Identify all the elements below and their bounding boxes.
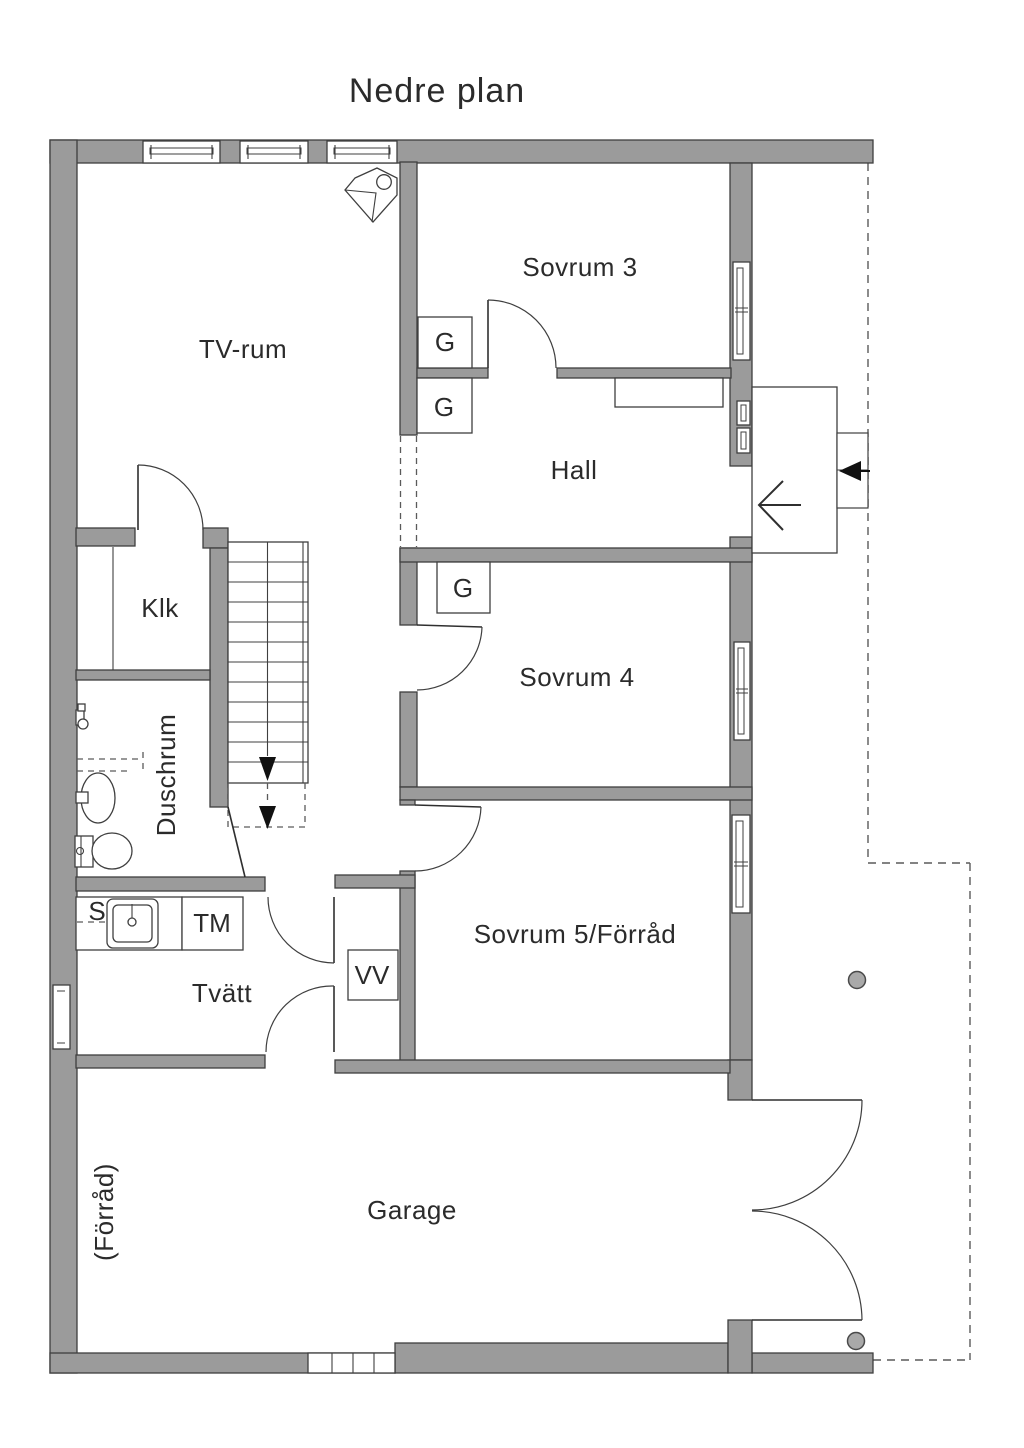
wall-exterior-bottom-right bbox=[751, 1352, 874, 1374]
fireplace-icon bbox=[344, 167, 398, 223]
hall-wardrobe bbox=[614, 377, 724, 408]
water-heater-box bbox=[347, 949, 399, 1001]
door-sovrum5 bbox=[414, 804, 482, 872]
wall-sovrum4-bottom bbox=[399, 786, 753, 801]
wall-duschrum-top bbox=[75, 669, 211, 681]
label-hall: Hall bbox=[551, 455, 598, 485]
window-entry-sidelight-1 bbox=[736, 400, 751, 426]
wall-exterior-left bbox=[49, 139, 78, 1374]
walls bbox=[49, 139, 874, 1374]
staircase bbox=[227, 541, 309, 829]
label-duschrum: Duschrum bbox=[151, 714, 181, 836]
post-dot-upper bbox=[847, 970, 867, 990]
window-sovrum5 bbox=[731, 814, 751, 914]
wall-stair-corridor bbox=[209, 547, 229, 808]
doors bbox=[137, 299, 863, 1321]
room-labels: TV-rum Sovrum 3 Hall Klk Duschrum Sovrum… bbox=[89, 252, 676, 1261]
label-sovrum3: Sovrum 3 bbox=[522, 252, 637, 282]
label-sink-s: S bbox=[88, 896, 105, 926]
stair-dashed-continuation bbox=[227, 782, 306, 828]
door-duschrum bbox=[227, 806, 246, 878]
wall-exterior-bottom-mid bbox=[394, 1342, 729, 1374]
window-top-3 bbox=[326, 140, 398, 164]
wardrobe-box-sovrum3 bbox=[417, 316, 473, 369]
label-g-sovrum4: G bbox=[453, 573, 473, 603]
entrance-porch bbox=[751, 386, 870, 554]
wall-sovrum3-bottom-right bbox=[556, 367, 732, 379]
page-title: Nedre plan bbox=[349, 72, 525, 110]
door-garage-double bbox=[751, 1099, 863, 1321]
opening-tvrum-hall bbox=[399, 436, 418, 547]
fixtures bbox=[74, 167, 724, 1001]
terrace-dashed-boundary bbox=[867, 163, 971, 1361]
washbasin-icon bbox=[75, 772, 116, 824]
window-garage-bottom bbox=[307, 1352, 396, 1374]
wall-hall-bottom bbox=[399, 547, 753, 563]
wall-sovrum5-left bbox=[399, 870, 416, 1063]
wall-sovrum5-bottom bbox=[334, 1059, 731, 1074]
wall-sovrum3-bottom-left bbox=[416, 367, 489, 379]
label-sovrum4: Sovrum 4 bbox=[519, 662, 634, 692]
wall-sovrum5-left-top bbox=[399, 799, 416, 806]
label-garage: Garage bbox=[367, 1195, 457, 1225]
entry-direction-arrow-icon bbox=[757, 480, 801, 531]
toilet-icon bbox=[74, 832, 133, 870]
wall-garage-right-top bbox=[727, 1059, 753, 1101]
label-tm: TM bbox=[193, 908, 231, 938]
windows bbox=[52, 140, 751, 1374]
window-top-2 bbox=[239, 140, 309, 164]
label-vv: VV bbox=[355, 960, 390, 990]
wall-klk-top bbox=[75, 527, 136, 547]
washing-machine-box bbox=[181, 896, 244, 951]
window-entry-sidelight-2 bbox=[736, 427, 751, 454]
stair-down-arrow bbox=[259, 757, 276, 781]
window-sovrum3 bbox=[732, 261, 751, 361]
wardrobe-box-sovrum4 bbox=[436, 561, 491, 614]
window-top-1 bbox=[142, 140, 221, 164]
wall-tvatt-bottom bbox=[75, 1054, 266, 1069]
label-g-sovrum3: G bbox=[435, 327, 455, 357]
shower-tap-icon bbox=[75, 703, 89, 730]
window-sovrum4 bbox=[733, 641, 751, 741]
door-sovrum4 bbox=[416, 624, 483, 691]
label-klk: Klk bbox=[141, 593, 179, 623]
stair-down-arrow-2 bbox=[259, 806, 276, 829]
wall-tvrum-right bbox=[399, 161, 418, 436]
door-sovrum3 bbox=[487, 299, 557, 369]
label-tvatt: Tvätt bbox=[192, 978, 253, 1008]
shower-area-dashed bbox=[77, 752, 144, 772]
post-dot-lower bbox=[846, 1331, 866, 1351]
wall-duschrum-bottom bbox=[75, 876, 266, 892]
label-sovrum5: Sovrum 5/Förråd bbox=[474, 919, 677, 949]
wardrobe-box-hall bbox=[416, 377, 473, 434]
wall-sovrum4-left-lower bbox=[399, 691, 418, 788]
label-g-hall: G bbox=[434, 392, 454, 422]
wall-garage-right-bottom bbox=[727, 1319, 753, 1374]
entry-arrow-icon bbox=[839, 461, 861, 481]
wall-tvatt-top-stub bbox=[334, 874, 416, 889]
wall-klk-top-corner bbox=[202, 527, 229, 549]
door-tvrum-klk bbox=[137, 464, 204, 531]
label-forrad: (Förråd) bbox=[89, 1163, 119, 1261]
label-tv-rum: TV-rum bbox=[199, 334, 287, 364]
fixture-labels: G G G S TM VV bbox=[88, 327, 473, 990]
door-tvatt-garage bbox=[265, 985, 335, 1053]
door-passage-tvatt bbox=[267, 896, 335, 964]
porch-outline bbox=[751, 386, 838, 554]
laundry-counter bbox=[75, 896, 183, 951]
door-tvatt-exterior bbox=[52, 984, 71, 1050]
